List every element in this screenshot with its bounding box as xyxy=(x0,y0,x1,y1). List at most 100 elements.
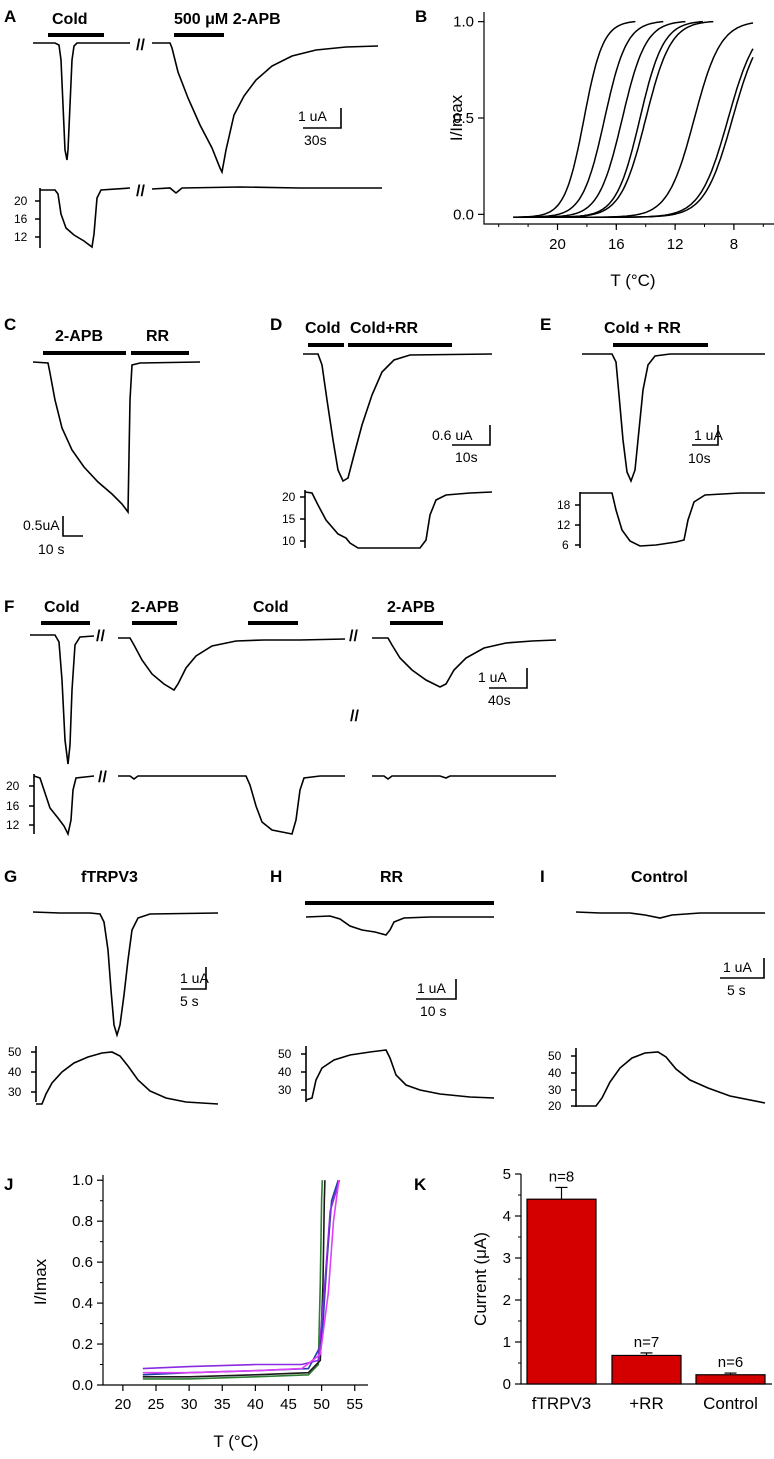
panel-b-ylabel: I/Imax xyxy=(447,94,466,141)
panel-a-temp-tick-20: 20 xyxy=(14,194,28,208)
panel-d-temp-tick-20: 20 xyxy=(282,490,296,504)
panel-b-xtick-label: 20 xyxy=(549,236,566,253)
panel-k-n-label: n=7 xyxy=(634,1334,659,1351)
panel-j-ytick-label: 0.0 xyxy=(72,1377,93,1394)
panel-j-series-line xyxy=(142,1179,339,1376)
panel-e-scale-bar xyxy=(692,425,719,446)
panel-a-temp-ticks xyxy=(35,200,40,238)
panel-a-temp-tick-12: 12 xyxy=(14,230,28,244)
panel-a-current-trace-2 xyxy=(152,42,379,175)
panel-j-ytick-label: 0.2 xyxy=(72,1336,93,1353)
panel-j-xtick-label: 35 xyxy=(214,1396,231,1413)
panel-g-temp-trace xyxy=(36,1051,219,1105)
panel-f-stim2-label: 2-APB xyxy=(131,599,179,616)
panel-h-temp-tick-30: 30 xyxy=(278,1083,292,1097)
panel-k-ytick-label: 1 xyxy=(503,1334,511,1351)
panel-h-scale-current: 1 uA xyxy=(417,980,446,996)
panel-b-ytick-label: 0.0 xyxy=(453,206,474,223)
panel-f-temp-tick-20: 20 xyxy=(6,779,20,793)
panel-f-scale-time: 40s xyxy=(488,692,511,708)
panel-f-temp-break: // xyxy=(98,769,107,786)
panel-j-ylabel: I/Imax xyxy=(31,1258,50,1305)
panel-i-scale-current: 1 uA xyxy=(723,959,752,975)
panel-e-temp-ticks xyxy=(575,504,580,546)
panel-d-scale-current: 0.6 uA xyxy=(432,427,473,443)
panel-b-series-line xyxy=(513,20,664,218)
panel-f-temp-trace-1 xyxy=(33,775,95,837)
panel-a-break-1: // xyxy=(136,37,145,54)
panel-h-temp-tick-40: 40 xyxy=(278,1065,292,1079)
panel-e-current-trace xyxy=(582,353,765,484)
panel-k-ytick-label: 5 xyxy=(503,1166,511,1183)
panel-j-series-line xyxy=(142,1180,340,1374)
panel-j-series-line xyxy=(142,1180,326,1378)
panel-a-temp-tick-16: 16 xyxy=(14,212,28,226)
panel-i-label: I xyxy=(540,867,545,886)
panel-g-scale-time: 5 s xyxy=(180,993,199,1009)
panel-f-temp-trace-3 xyxy=(372,775,556,780)
panel-e-scale-time: 10s xyxy=(688,450,711,466)
panel-f-temp-ticks xyxy=(29,785,34,826)
panel-a-stim2-label: 500 μM 2-APB xyxy=(174,11,281,28)
panel-b-ytick-label: 0.5 xyxy=(453,110,474,127)
panel-e-temp-tick-6: 6 xyxy=(562,538,569,552)
panel-b-xlabel: T (°C) xyxy=(610,271,655,290)
panel-j-xtick-label: 20 xyxy=(115,1396,132,1413)
panel-f-scale-bar xyxy=(489,668,528,689)
panel-k-ylabel: Current (μA) xyxy=(471,1232,490,1326)
panel-b-series-line xyxy=(513,22,754,219)
panel-b-series xyxy=(513,20,754,219)
panel-f-current-trace-2 xyxy=(118,637,346,692)
panel-k-category-label: Control xyxy=(703,1394,758,1413)
panel-d-label: D xyxy=(270,315,282,334)
panel-k-ytick-label: 4 xyxy=(503,1208,511,1225)
panel-k-ytick-label: 2 xyxy=(503,1292,511,1309)
panel-f-stim1-label: Cold xyxy=(44,599,80,616)
panel-k-n-label: n=6 xyxy=(718,1354,743,1371)
panel-i-title: Control xyxy=(631,869,688,886)
panel-g-temp-tick-40: 40 xyxy=(8,1065,22,1079)
panel-b-axes xyxy=(483,12,774,225)
panel-c: C 2-APB RR 0.5uA 10 s xyxy=(4,315,201,557)
panel-g: G fTRPV3 1 uA 5 s 50 40 30 xyxy=(4,867,219,1105)
panel-f-break-2: // xyxy=(349,628,358,645)
panel-d-scale-time: 10s xyxy=(455,449,478,465)
panel-b-series-line xyxy=(513,20,714,218)
panel-i-temp-tick-20: 20 xyxy=(548,1099,562,1113)
panel-j-ytick-label: 0.8 xyxy=(72,1213,93,1230)
panel-j-series-line xyxy=(142,1180,324,1380)
panel-c-label: C xyxy=(4,315,16,334)
panel-b-series-line xyxy=(513,20,704,219)
panel-h-scale-bar xyxy=(416,979,457,1000)
panel-c-scale-bar xyxy=(62,516,83,537)
panel-e-temp-tick-18: 18 xyxy=(557,498,571,512)
panel-h-title: RR xyxy=(380,869,404,886)
panel-a-scale-time: 30s xyxy=(304,132,327,148)
panel-b-xtick-label: 12 xyxy=(667,236,684,253)
panel-d-stim1-label: Cold xyxy=(305,320,341,337)
panel-j-ytick-label: 0.6 xyxy=(72,1254,93,1271)
panel-i-temp-tick-50: 50 xyxy=(548,1049,562,1063)
panel-g-scale-current: 1 uA xyxy=(180,970,209,986)
panel-g-title: fTRPV3 xyxy=(81,869,138,886)
panel-k-n-label: n=8 xyxy=(549,1168,574,1185)
panel-g-scale-bar xyxy=(181,967,207,990)
panel-a-stim1-label: Cold xyxy=(52,11,88,28)
panel-g-temp-tick-30: 30 xyxy=(8,1085,22,1099)
panel-d-current-trace xyxy=(303,353,493,483)
panel-h-temp-trace xyxy=(305,1049,495,1101)
panel-c-scale-time: 10 s xyxy=(38,541,64,557)
panel-h-temp-ticks xyxy=(301,1053,306,1091)
panel-f-current-trace-3 xyxy=(372,637,557,688)
panel-c-current-trace xyxy=(32,361,201,515)
panel-j-series xyxy=(142,1179,341,1380)
panel-i: I Control 1 uA 5 s 50 40 30 20 xyxy=(540,867,766,1113)
panel-b-label: B xyxy=(415,7,427,26)
panel-d-temp-trace xyxy=(304,491,493,549)
panel-j-xlabel: T (°C) xyxy=(213,1432,258,1451)
panel-b-series-line xyxy=(513,56,754,219)
panel-a-temp-trace xyxy=(40,187,131,249)
panel-h: H RR 1 uA 10 s 50 40 30 xyxy=(270,867,495,1102)
